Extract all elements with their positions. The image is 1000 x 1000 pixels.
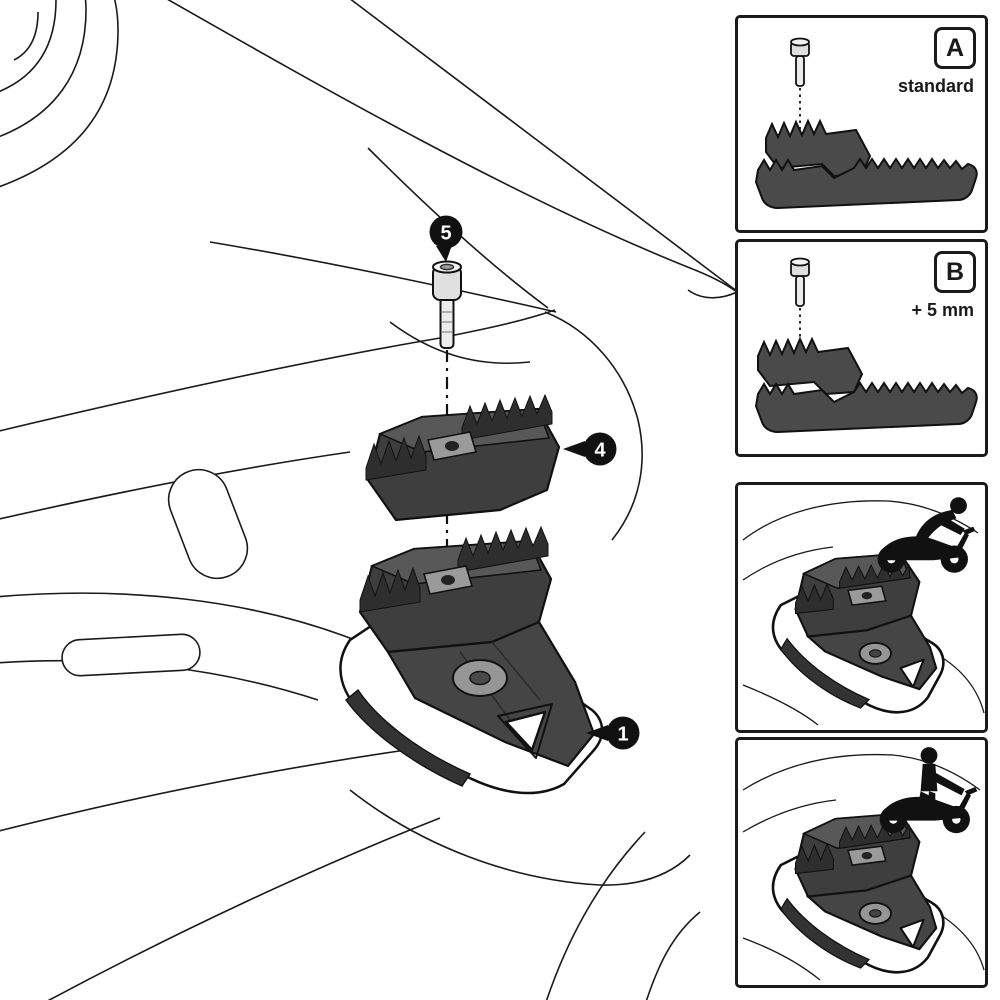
variant-b-label: B [945, 257, 965, 286]
screw-part [432, 260, 462, 349]
lower-toothed-piece [754, 157, 978, 210]
variant-b-label-box: B [934, 251, 976, 293]
screw-icon [790, 37, 810, 87]
standing-riding-drawing [742, 747, 985, 981]
panel-seated-riding [735, 482, 988, 733]
frame-lineart [742, 753, 985, 981]
upper-toothed-piece [757, 336, 864, 396]
upper-toothed-piece [765, 118, 872, 178]
lower-toothed-piece [754, 381, 978, 434]
pedal-extension-part [365, 393, 561, 522]
brake-pedal-part [339, 525, 604, 795]
assembled-pedal-drawing [771, 552, 945, 714]
callout-4-badge: 4 [563, 432, 617, 466]
variant-a-label: A [945, 33, 965, 62]
seated-riding-drawing [742, 497, 985, 726]
screw-icon [790, 257, 810, 307]
variant-a-label-box: A [934, 27, 976, 69]
callout-1-badge: 1 [586, 716, 640, 750]
panel-variant-b: B + 5 mm [735, 239, 988, 457]
motorcycle-frame-lineart [0, 0, 739, 1000]
panel-standing-riding [735, 737, 988, 988]
callout-4-label: 4 [594, 440, 606, 462]
variant-b-caption: + 5 mm [911, 300, 974, 320]
cross-section-a [754, 37, 978, 210]
callout-1-label: 1 [617, 724, 628, 746]
panel-variant-a: A standard [735, 15, 988, 233]
frame-lineart [742, 500, 985, 726]
assembled-pedal-drawing [771, 812, 945, 974]
callout-5-label: 5 [440, 223, 451, 245]
cross-section-b [754, 257, 978, 434]
standing-rider-motorcycle-icon [879, 747, 978, 834]
callout-5-badge: 5 [429, 215, 463, 262]
variant-a-caption: standard [897, 76, 974, 96]
